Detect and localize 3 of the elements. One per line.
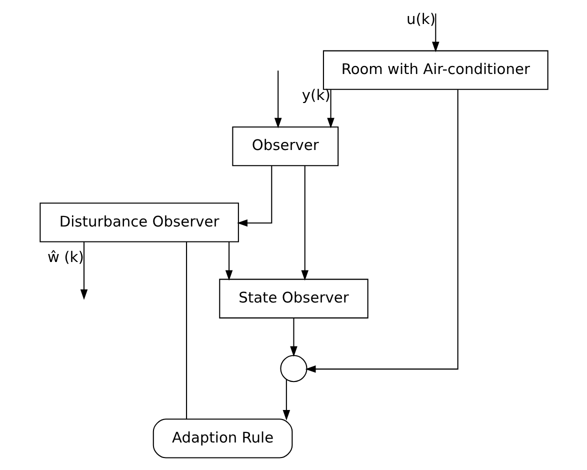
edge-label: u(k) [406, 10, 436, 28]
edge-label: y(k) [301, 87, 330, 104]
edge-label: ŵ (k) [47, 249, 84, 266]
